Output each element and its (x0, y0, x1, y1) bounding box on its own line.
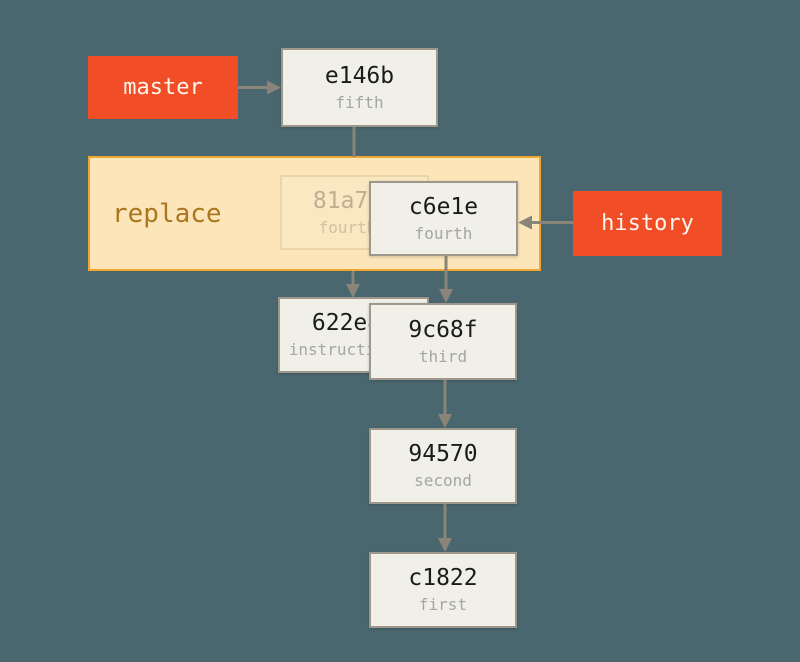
commit-message: third (418, 346, 468, 366)
history-branch-label-text: history (601, 211, 694, 236)
commit-message: second (414, 471, 472, 490)
commit-box-c6e1e: c6e1e fourth (369, 181, 518, 256)
commit-message: fourth (318, 217, 377, 237)
commit-message: fifth (335, 92, 384, 112)
commit-box-94570: 94570 second (369, 428, 517, 504)
history-branch-label: history (573, 191, 722, 256)
master-branch-label: master (88, 56, 238, 119)
commit-hash: 94570 (408, 441, 478, 467)
commit-hash: e146b (324, 62, 395, 89)
commit-hash: c6e1e (408, 193, 479, 220)
commit-box-9c68f: 9c68f third (369, 303, 517, 380)
commit-box-e146b: e146b fifth (281, 48, 438, 127)
arrowhead-9c68f-to-94570 (438, 414, 452, 428)
commit-hash: 622e8 (311, 310, 382, 336)
arrowhead-c6e1e-to-9c68f (439, 289, 453, 303)
master-branch-label-text: master (123, 75, 203, 100)
commit-hash: 9c68f (408, 316, 478, 343)
arrowhead-master-to-e146b (267, 80, 281, 95)
commit-message: first (418, 595, 468, 614)
commit-hash: 81a70 (312, 187, 383, 214)
commit-hash: c1822 (408, 565, 478, 591)
commit-box-c1822: c1822 first (369, 552, 517, 628)
arrowhead-replace-to-622e8 (346, 284, 360, 298)
replace-region-label: replace (112, 198, 222, 229)
arrowhead-94570-to-c1822 (438, 538, 452, 552)
commit-message: fourth (414, 223, 473, 243)
